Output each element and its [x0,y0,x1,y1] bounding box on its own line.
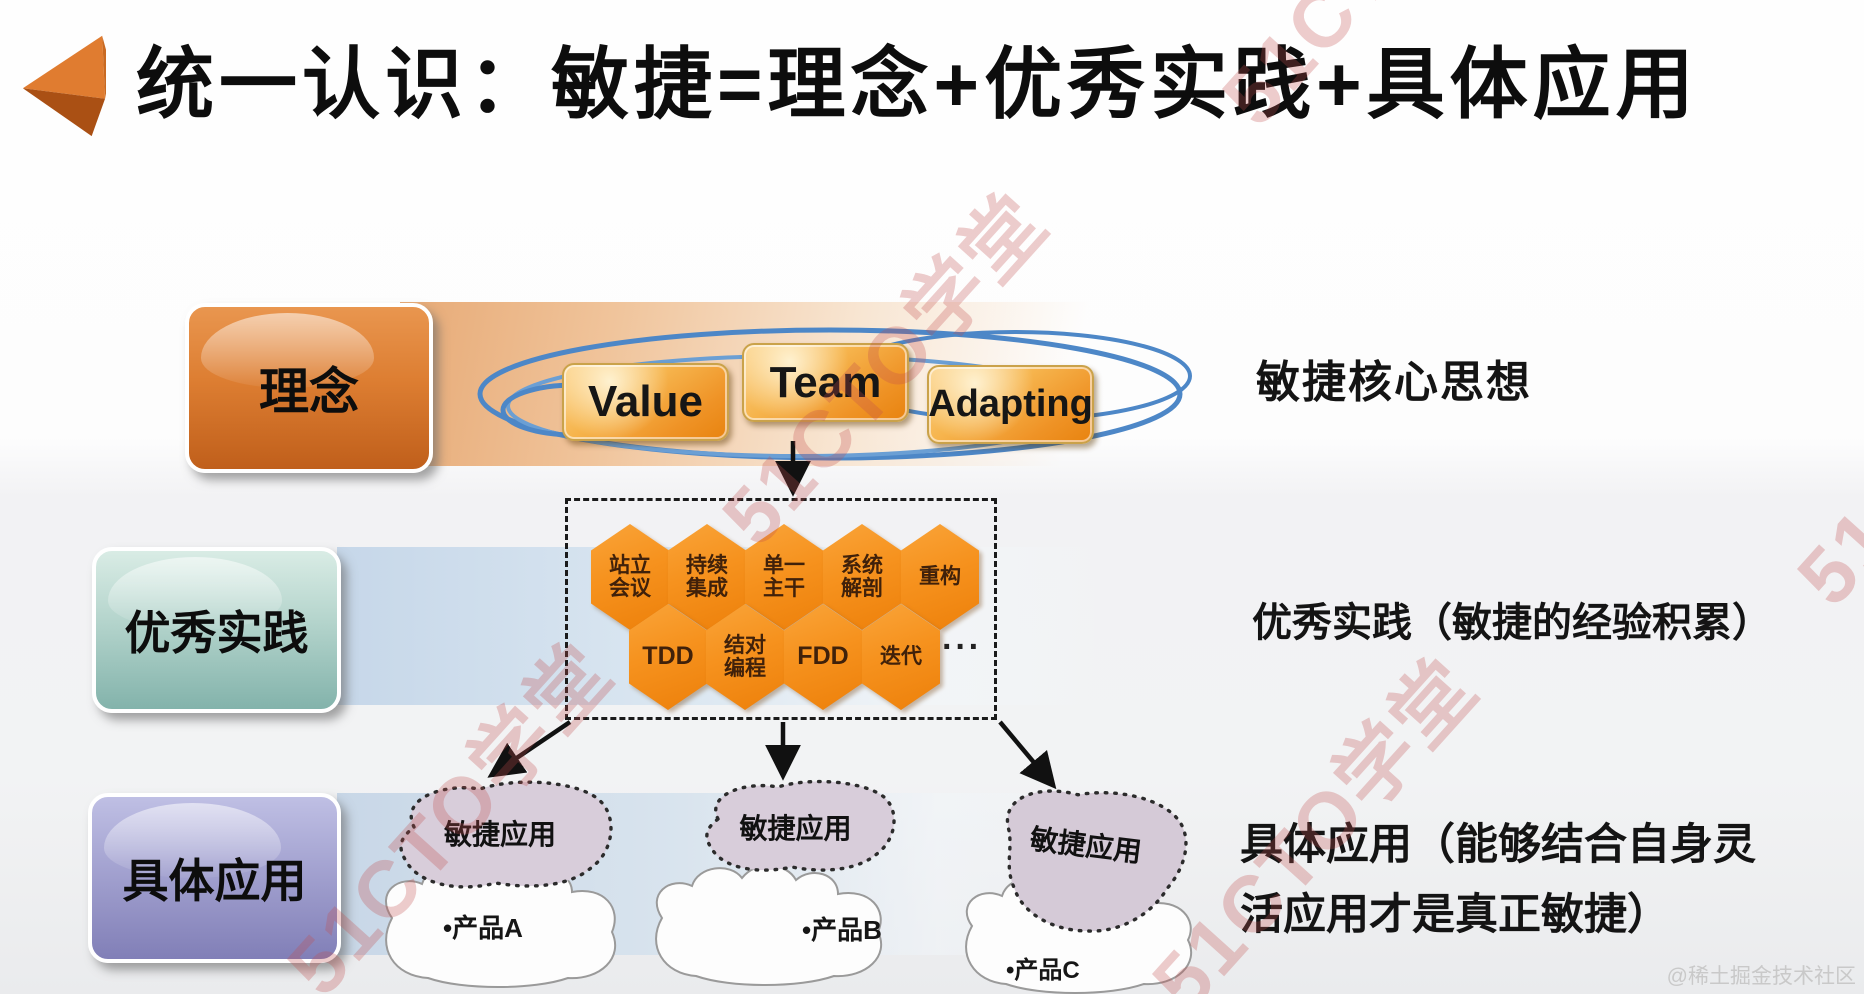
product-a-label: •产品A [443,913,523,943]
hex-iteration: 迭代 [862,604,940,710]
page-title: 统一认识：敏捷=理念+优秀实践+具体应用 [136,40,1699,128]
practices-dashed-container [565,498,997,720]
hex-system-anatomy: 系统解剖 [823,524,901,630]
team-button: Team [742,343,909,422]
value-button: Value [562,363,729,441]
applications-label: 具体应用 [122,855,307,907]
adapting-button: Adapting [927,365,1094,444]
applications-box: 具体应用 [88,793,341,963]
practices-box: 优秀实践 [92,547,341,713]
adapting-label: Adapting [928,383,1093,425]
team-label: Team [769,357,882,407]
product-c-label: •产品C [1006,957,1080,984]
concept-side-text: 敏捷核心思想 [1256,358,1532,407]
value-label: Value [588,377,703,426]
community-credit: @稀土掘金技术社区 [1666,965,1856,988]
agile-app-blob-a: 敏捷应用 [380,775,620,897]
hex-fdd: FDD [784,604,862,710]
agile-app-blob-b: 敏捷应用 [688,775,903,879]
product-b-shape [655,864,883,986]
concept-label: 理念 [259,364,359,420]
hex-tdd: TDD [629,604,707,710]
watermark-51cto: 51CTO学堂 [1780,237,1864,622]
agile-app-blob-c: 敏捷应用 [969,768,1199,953]
hex-single-trunk: 单一主干 [745,524,823,630]
agile-app-label: 敏捷应用 [443,819,556,850]
concept-box: 理念 [185,303,433,473]
bullet-pyramid-icon [22,35,106,137]
hex-pair-programming: 结对编程 [706,604,784,710]
practices-label: 优秀实践 [124,607,309,659]
agile-app-label: 敏捷应用 [739,813,852,844]
hex-refactoring: 重构 [901,524,979,630]
practices-side-text: 优秀实践（敏捷的经验积累） [1252,601,1772,645]
more-practices-ellipsis: ··· [942,628,982,666]
product-b-label: •产品B [802,915,882,945]
applications-side-text: 具体应用（能够结合自身灵 活应用才是真正敏捷） [1240,821,1756,939]
